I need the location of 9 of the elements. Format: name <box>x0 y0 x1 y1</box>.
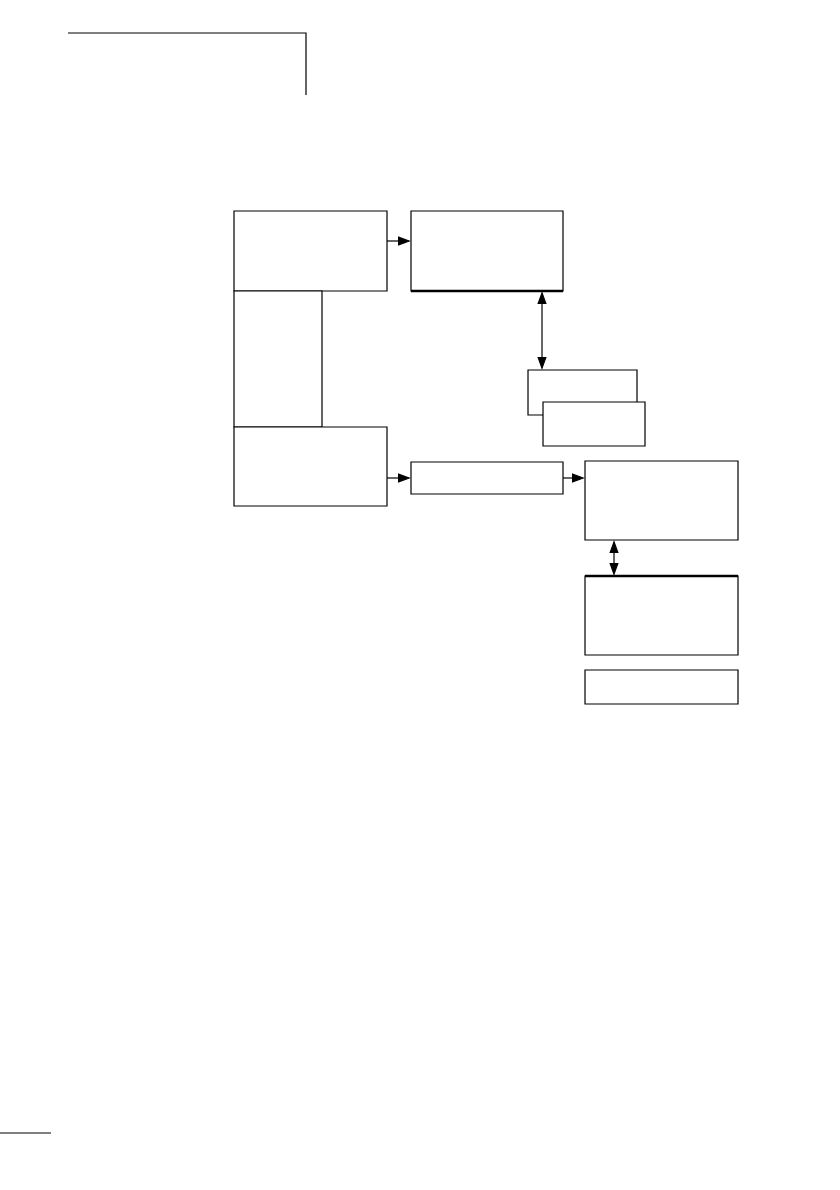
empty-box <box>233 210 388 292</box>
empty-box <box>410 210 564 293</box>
stacked-box <box>542 401 646 447</box>
empty-box <box>233 426 388 507</box>
empty-box <box>584 460 739 541</box>
empty-box <box>233 290 323 428</box>
empty-box <box>584 574 739 656</box>
empty-box <box>584 669 739 705</box>
empty-box <box>410 461 564 495</box>
